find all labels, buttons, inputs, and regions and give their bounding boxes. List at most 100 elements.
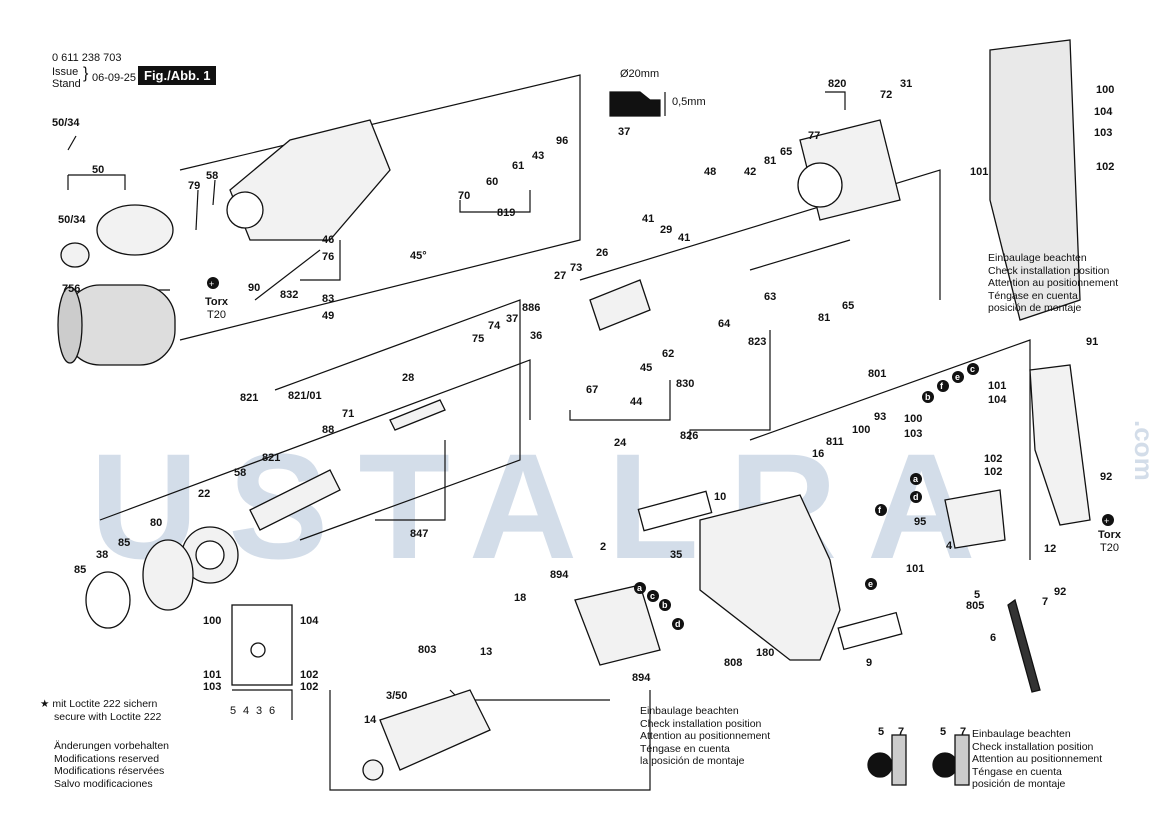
part-label-p894b: 894 [632, 672, 651, 684]
gauge-diameter: Ø20mm [620, 68, 660, 80]
part-label-p81b: 81 [818, 312, 831, 324]
part-label-p821_01: 821/01 [288, 390, 322, 402]
brush-orientation-b [932, 752, 958, 778]
brush-orientation-a [867, 752, 893, 778]
part-label-p73: 73 [570, 262, 583, 274]
part-label-p26: 26 [596, 247, 609, 259]
part-label-p77: 77 [808, 130, 821, 142]
part-label-p91: 91 [1086, 336, 1099, 348]
part-label-p18: 18 [514, 592, 527, 604]
wiring-letter-markers: a c b d a d b f e c f e [634, 363, 979, 630]
plate-9 [837, 611, 903, 651]
issue-label: Issue [52, 66, 79, 78]
part-label-p821a: 821 [240, 392, 259, 404]
terminal-5: 5 [230, 705, 237, 717]
part-label-p80: 80 [150, 517, 163, 529]
part-label-p12: 12 [1044, 543, 1057, 555]
striker-28 [389, 399, 446, 431]
part-label-p38: 38 [96, 549, 109, 561]
part-label-p3_50: 3/50 [386, 690, 408, 702]
part-label-p45: 45 [640, 362, 653, 374]
part-label-p65a: 65 [780, 146, 793, 158]
part-label-p821b: 821 [262, 452, 281, 464]
part-label-p93: 93 [874, 411, 887, 423]
frame-gear-group [274, 299, 521, 541]
part-label-p894a: 894 [550, 569, 569, 581]
part-label-p5c: 5 [940, 726, 947, 738]
part-label-p826: 826 [680, 430, 699, 442]
torx-icon-right: + [1102, 514, 1114, 526]
part-label-p7a: 7 [1042, 596, 1049, 608]
terminal-6: 6 [269, 705, 276, 717]
part-label-p100d: 100 [1096, 84, 1115, 96]
part-label-p62: 62 [662, 348, 675, 360]
part-label-p85a: 85 [118, 537, 131, 549]
part-label-p801: 801 [868, 368, 887, 380]
frame-motor-group [329, 690, 651, 791]
svg-text:+: + [209, 279, 214, 289]
svg-text:c: c [970, 364, 975, 374]
part-label-p41b: 41 [678, 232, 691, 244]
part-label-p31: 31 [900, 78, 913, 90]
part-label-p16: 16 [812, 448, 825, 460]
svg-text:d: d [675, 619, 681, 629]
svg-text:d: d [913, 492, 919, 502]
part-label-p75: 75 [472, 333, 485, 345]
part-label-p832: 832 [280, 289, 299, 301]
torx-right-name: Torx [1098, 529, 1122, 541]
part-label-p46: 46 [322, 234, 335, 246]
part-label-p81a: 81 [764, 155, 777, 167]
part-label-p88: 88 [322, 424, 335, 436]
part-label-p65b: 65 [842, 300, 855, 312]
part-label-p805: 805 [966, 600, 985, 612]
terminal-4: 4 [243, 705, 250, 717]
part-label-p104b: 104 [988, 394, 1007, 406]
gauge-part: 37 [618, 126, 631, 138]
part-label-p10: 10 [714, 491, 727, 503]
handle-detail [989, 39, 1081, 321]
part-label-p48: 48 [704, 166, 717, 178]
part-label-p9: 9 [866, 657, 873, 669]
switch-4 [944, 489, 1006, 549]
part-label-p45deg: 45° [410, 250, 427, 262]
part-label-p6: 6 [990, 632, 997, 644]
part-label-p60: 60 [486, 176, 499, 188]
part-label-p72: 72 [880, 89, 893, 101]
figure-title: Fig./Abb. 1 [138, 66, 217, 85]
piston-26 [589, 279, 651, 331]
part-label-p103c: 103 [1094, 127, 1113, 139]
part-label-p29: 29 [660, 224, 673, 236]
part-label-p100c: 100 [904, 413, 923, 425]
part-label-p85b: 85 [74, 564, 87, 576]
terminal-3: 3 [256, 705, 263, 717]
field-2 [574, 584, 661, 666]
svg-text:b: b [662, 600, 668, 610]
part-label-p102b: 102 [300, 681, 319, 693]
watermark-suffix: .com [1129, 420, 1159, 481]
handle [1029, 364, 1091, 526]
part-label-p50: 50 [92, 164, 105, 176]
part-label-p808: 808 [724, 657, 743, 669]
part-label-p92b: 92 [1100, 471, 1113, 483]
part-label-p4: 4 [946, 540, 953, 552]
issue-date: 06-09-25 [92, 72, 137, 84]
part-label-p102c: 102 [984, 453, 1003, 465]
part-label-p7c: 7 [960, 726, 967, 738]
part-label-p7b: 7 [898, 726, 905, 738]
part-label-p847: 847 [410, 528, 429, 540]
gauge-gap: 0,5mm [672, 96, 706, 108]
part-label-p103b: 103 [904, 428, 923, 440]
part-label-p5: 5 [974, 589, 981, 601]
part-label-p96: 96 [556, 135, 569, 147]
gauge-37 [609, 91, 666, 117]
torx-icon-left: + [207, 277, 219, 289]
part-label-p37b: 37 [506, 313, 519, 325]
part-label-p76: 76 [322, 251, 335, 263]
part-label-p36: 36 [530, 330, 543, 342]
